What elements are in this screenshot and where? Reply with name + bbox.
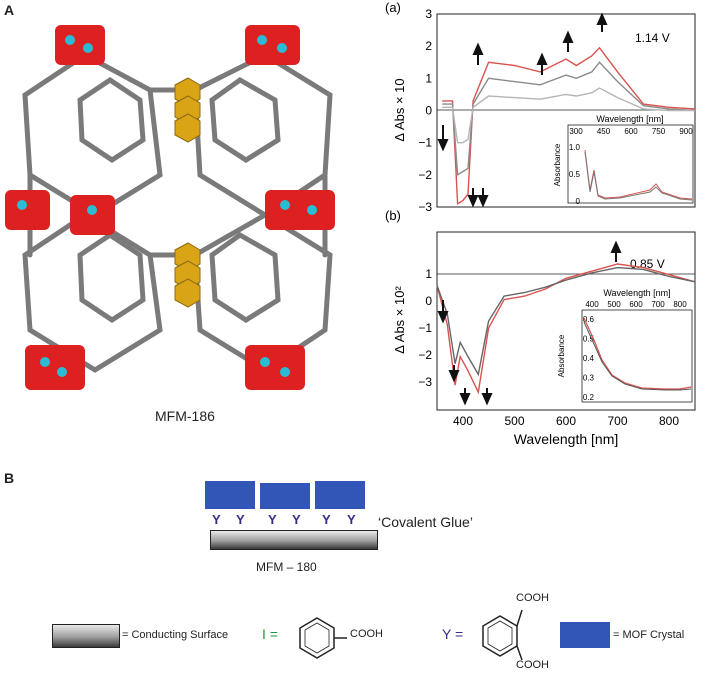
chart-b-inset-xtick: 500 <box>607 300 621 309</box>
linker-y-3: Y <box>268 512 277 527</box>
chart-a-inset-ylabel: Absorbance <box>553 143 562 186</box>
chart-b-xtick: 700 <box>607 414 627 428</box>
chart-b-ytick: 1 <box>425 267 432 281</box>
mof-structure-image <box>5 25 335 390</box>
chart-b-xtick: 600 <box>556 414 576 428</box>
chart-a-voltage: 1.14 V <box>635 31 670 45</box>
linker-y-5: Y <box>322 512 331 527</box>
chart-b-xlabel: Wavelength [nm] <box>514 431 619 447</box>
isophthalic-acid-icon <box>482 609 523 661</box>
chart-b-inset-ytick: 0.3 <box>583 374 595 383</box>
legend-cooh-label: COOH <box>350 628 383 640</box>
legend-mof-label: = MOF Crystal <box>613 629 685 641</box>
chart-b-series-1 <box>436 266 696 377</box>
panel-b-label: B <box>4 470 15 486</box>
chart-b-inset-ytick: 0.5 <box>583 335 595 344</box>
mof-crystal-3 <box>315 481 365 509</box>
chart-a-ytick: 1 <box>425 71 432 85</box>
legend-y-label: Y = <box>442 626 464 642</box>
chart-a-ytick: −2 <box>418 168 432 182</box>
mof-186-caption: MFM-186 <box>155 408 215 424</box>
benzoic-acid-icon <box>299 617 347 659</box>
chart-b-ylabel: Δ Abs × 10² <box>392 286 407 354</box>
chart-b-inset-ytick: 0.4 <box>583 354 595 363</box>
chart-a-ytick: −3 <box>418 200 432 214</box>
chart-a-inset-xtick: 450 <box>597 127 611 136</box>
spectra-chart: (a) 1.14 V Δ Abs × 10 3 2 1 0 −1 −2 −3 Wavelen… <box>385 0 696 447</box>
chart-b-ytick: −2 <box>418 348 432 362</box>
linker-y-4: Y <box>292 512 301 527</box>
chart-a-ylabel: Δ Abs × 10 <box>392 78 407 141</box>
chart-b-xtick: 400 <box>453 414 473 428</box>
legend-conducting-swatch <box>52 624 120 648</box>
chart-a-inset-ytick: 0 <box>576 197 581 206</box>
chart-b-ytick: −3 <box>418 375 432 389</box>
chart-b-xtick: 500 <box>504 414 524 428</box>
chart-b-label: (b) <box>385 208 401 223</box>
legend-cooh-top: COOH <box>516 592 549 604</box>
chart-a-inset-xtick: 750 <box>652 127 666 136</box>
legend-cooh-bottom: COOH <box>516 659 549 671</box>
chart-a-inset-xtick: 900 <box>679 127 693 136</box>
chart-a-inset-xlabel: Wavelength [nm] <box>596 114 663 124</box>
chart-a-inset-xtick: 300 <box>569 127 583 136</box>
chart-b-inset-frame <box>581 309 693 403</box>
chart-b-inset-xlabel: Wavelength [nm] <box>603 288 670 298</box>
chart-b-inset-xtick: 400 <box>585 300 599 309</box>
chart-b-inset-ylabel: Absorbance <box>557 334 566 377</box>
chart-a-inset-frame <box>567 124 694 204</box>
panel-a-label: A <box>4 2 15 18</box>
chart-b-inset-ytick: 0.6 <box>583 315 595 324</box>
chart-b-inset-xtick: 800 <box>673 300 687 309</box>
chart-b-inset-ytick: 0.2 <box>583 393 595 402</box>
chart-a-ytick: 2 <box>425 39 432 53</box>
chart-a-inset-xtick: 600 <box>624 127 638 136</box>
chart-b-ytick: −1 <box>418 321 432 335</box>
linker-y-6: Y <box>347 512 356 527</box>
conducting-surface-bar <box>210 530 378 550</box>
chart-b-inset-xtick: 700 <box>651 300 665 309</box>
chart-a-ytick: −1 <box>418 136 432 150</box>
covalent-glue-label: ‘Covalent Glue’ <box>378 514 473 530</box>
mof-crystal-2 <box>260 483 310 509</box>
legend-conducting-label: = Conducting Surface <box>122 629 229 641</box>
chart-a-inset-ytick: 1.0 <box>569 143 581 152</box>
chart-a-label: (a) <box>385 0 401 15</box>
legend-mof-swatch <box>560 622 610 648</box>
chart-a-series-0 <box>442 46 696 206</box>
chart-a-ytick: 3 <box>425 7 432 21</box>
mfm-180-caption: MFM – 180 <box>256 560 317 574</box>
chart-a-series-1 <box>442 61 696 177</box>
chart-a-inset-ytick: 0.5 <box>569 170 581 179</box>
mof-crystal-1 <box>205 481 255 509</box>
legend-i-label: I = <box>262 626 278 642</box>
chart-b-ytick: 0 <box>425 294 432 308</box>
chart-b-frame <box>436 231 696 411</box>
chart-a-ytick: 0 <box>425 104 432 118</box>
chart-b-xtick: 800 <box>659 414 679 428</box>
chart-b-inset-xtick: 600 <box>629 300 643 309</box>
linker-y-1: Y <box>212 512 221 527</box>
chart-a-series-2 <box>442 87 695 144</box>
linker-y-2: Y <box>236 512 245 527</box>
